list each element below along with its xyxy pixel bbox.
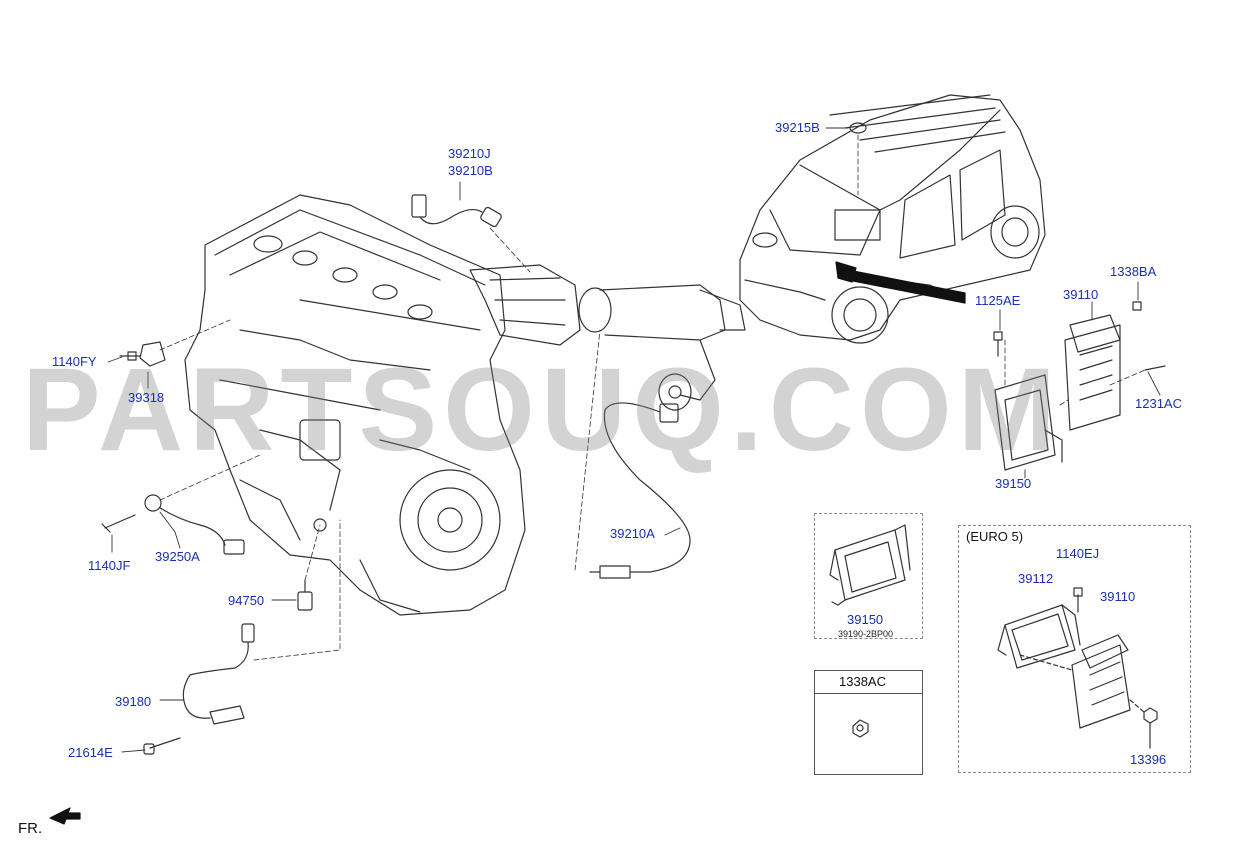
callout-39150[interactable]: 39150 [995, 476, 1032, 491]
direction-label: FR. [18, 820, 43, 837]
callout-1125AE[interactable]: 1125AE [975, 293, 1021, 308]
watermark: PARTSOUQ.COM [22, 344, 1063, 476]
inset-nut-illustration [852, 719, 869, 738]
inset-bracket-frame [814, 513, 923, 639]
oil-pressure-switch-illustration [297, 579, 313, 611]
callout-39210B[interactable]: 39210B [448, 163, 493, 178]
cam-sensor-illustration [119, 341, 166, 367]
upper-oxygen-sensor-illustration [411, 194, 502, 228]
crank-sensor-illustration [143, 623, 255, 755]
inset-nut-frame [814, 670, 923, 775]
inset-euro5-title: (EURO 5) [966, 529, 1024, 544]
ecu-bracket-illustration [993, 331, 1063, 471]
inset-euro5-illustration [997, 587, 1158, 749]
inset-nut-title-divider [815, 693, 922, 694]
inset-callout-39110[interactable]: 39110 [1100, 589, 1136, 604]
callout-21614E[interactable]: 21614E [68, 745, 113, 760]
callout-1140FY[interactable]: 1140FY [52, 354, 97, 369]
callout-39318[interactable]: 39318 [128, 390, 165, 405]
inset-euro5-frame [958, 525, 1191, 773]
callout-39110[interactable]: 39110 [1063, 287, 1099, 302]
callout-39210A[interactable]: 39210A [610, 526, 655, 541]
callout-39180[interactable]: 39180 [115, 694, 152, 709]
callout-1338BA[interactable]: 1338BA [1110, 264, 1157, 279]
inset-bracket-illustration [829, 524, 911, 606]
callout-39215B[interactable]: 39215B [775, 120, 820, 135]
knock-sensor-illustration [101, 494, 245, 555]
exhaust-manifold-illustration [469, 264, 746, 411]
callout-94750[interactable]: 94750 [228, 593, 265, 608]
inset-bracket-code: 39190-2BP00 [838, 629, 894, 639]
inset-nut-title[interactable]: 1338AC [839, 674, 886, 689]
engine-illustration [184, 194, 526, 616]
callout-1140JF[interactable]: 1140JF [88, 558, 131, 573]
inset-callout-13396[interactable]: 13396 [1130, 752, 1167, 767]
car-illustration [739, 94, 1046, 344]
lower-oxygen-sensor-illustration [589, 402, 691, 579]
inset-bracket-part[interactable]: 39150 [847, 612, 884, 627]
callout-39250A[interactable]: 39250A [155, 549, 200, 564]
inset-callout-1140EJ[interactable]: 1140EJ [1056, 546, 1100, 561]
inset-callout-39112[interactable]: 39112 [1018, 571, 1054, 586]
callout-1231AC[interactable]: 1231AC [1135, 396, 1182, 411]
callout-39210J[interactable]: 39210J [448, 146, 491, 161]
